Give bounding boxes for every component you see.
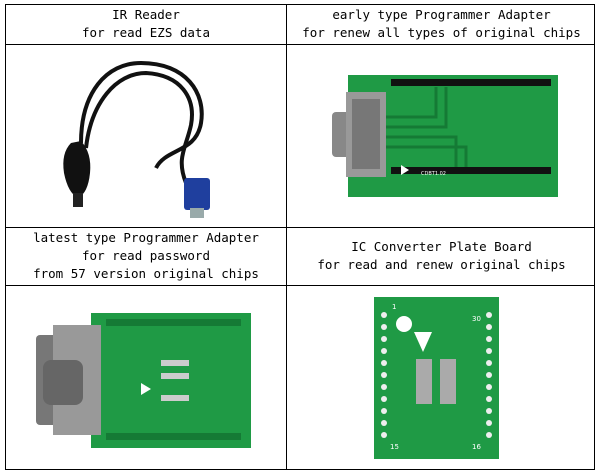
pin-label: 30: [472, 315, 481, 323]
latest-adapter-image: [36, 313, 251, 448]
ir-reader-image: [63, 60, 210, 218]
pcb-label: CDBT1.02: [421, 171, 446, 177]
row-divider-1: [6, 44, 594, 45]
caption-latest-adapter: latest type Programmer Adapter for read …: [6, 229, 286, 283]
caption-early-adapter: early type Programmer Adapter for renew …: [287, 6, 596, 42]
caption-ir-reader: IR Reader for read EZS data: [6, 6, 286, 42]
pin-label: 15: [390, 443, 399, 451]
caption-line: for read password: [82, 248, 210, 263]
product-table: IR Reader for read EZS data early type P…: [5, 4, 595, 470]
early-adapter-image: CDBT1.02: [332, 75, 558, 197]
caption-line: IR Reader: [112, 7, 180, 22]
pin-label: 1: [392, 303, 396, 311]
caption-line: for read and renew original chips: [317, 257, 566, 272]
row-divider-3: [6, 285, 594, 286]
caption-line: for read EZS data: [82, 25, 210, 40]
pin-label: 16: [472, 443, 481, 451]
caption-line: IC Converter Plate Board: [351, 239, 532, 254]
caption-ic-converter: IC Converter Plate Board for read and re…: [287, 238, 596, 274]
column-divider: [286, 5, 287, 469]
caption-line: early type Programmer Adapter: [332, 7, 551, 22]
caption-line: from 57 version original chips: [33, 266, 259, 281]
ic-converter-image: 1 30 15 16: [374, 297, 499, 459]
caption-line: latest type Programmer Adapter: [33, 230, 259, 245]
row-divider-2: [6, 227, 594, 228]
caption-line: for renew all types of original chips: [302, 25, 581, 40]
